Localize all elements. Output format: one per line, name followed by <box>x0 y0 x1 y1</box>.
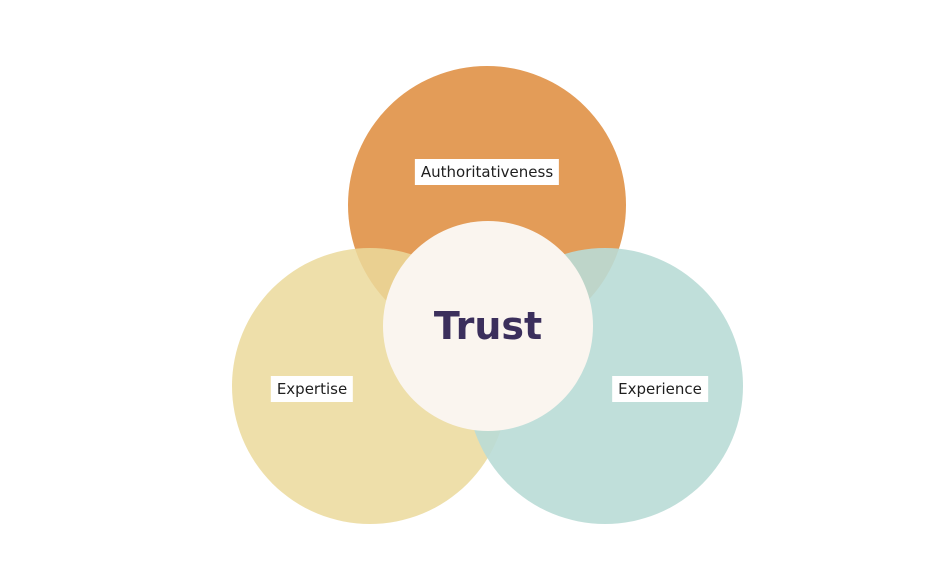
authoritativeness-label: Authoritativeness <box>414 159 560 185</box>
trust-label: Trust <box>433 304 543 348</box>
trust-circle <box>383 221 593 431</box>
expertise-label: Expertise <box>270 376 354 402</box>
experience-label: Experience <box>612 376 708 402</box>
